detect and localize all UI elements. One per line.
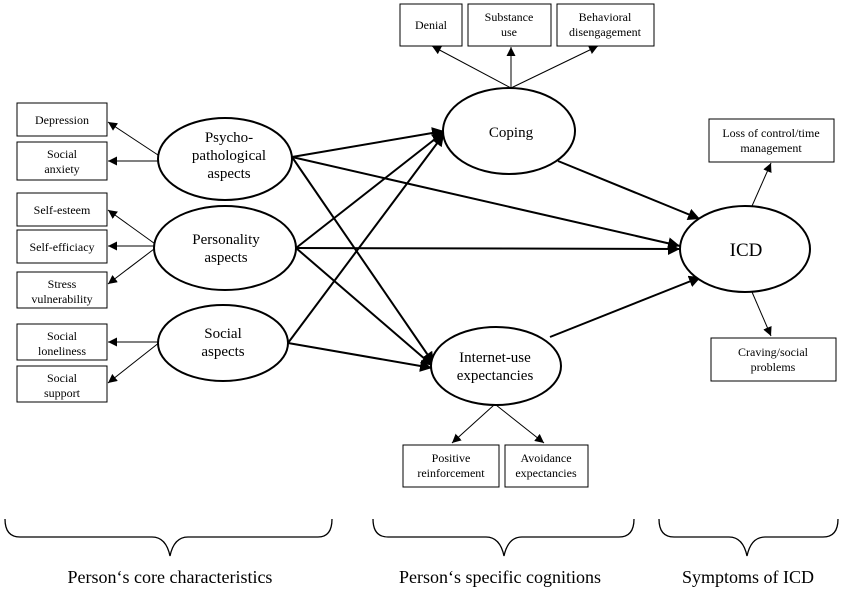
icd-group: ICD bbox=[679, 205, 811, 293]
arrow-psycho-depression bbox=[107, 121, 159, 156]
symptoms-of-icd-label: Symptoms of ICD bbox=[682, 567, 814, 587]
arrow-personality-internet bbox=[295, 247, 434, 367]
arrow-personality-icd bbox=[295, 242, 681, 255]
depression-box: Depression bbox=[35, 113, 89, 127]
arrow-internet-positive bbox=[451, 404, 495, 444]
arrow-personality-coping bbox=[295, 131, 445, 249]
arrow-social-internet bbox=[287, 342, 433, 372]
self-efficiacy-box: Self-efficiacy bbox=[29, 240, 94, 254]
arrow-coping-disengagement bbox=[510, 45, 599, 89]
arrow-social-coping bbox=[287, 133, 445, 344]
arrow-internet-icd bbox=[549, 275, 702, 338]
arrow-icd-craving bbox=[751, 291, 772, 337]
self-esteem-box: Self-esteem bbox=[34, 203, 91, 217]
symptoms-brace bbox=[658, 518, 839, 557]
arrow-icd-loss-control bbox=[751, 162, 772, 207]
connectors bbox=[107, 45, 772, 444]
core-brace bbox=[4, 518, 333, 557]
icd-node: ICD bbox=[730, 240, 763, 261]
coping-node: Coping bbox=[489, 125, 534, 141]
cognitions-brace bbox=[372, 518, 635, 557]
arrow-internet-avoidance bbox=[495, 404, 545, 444]
arrow-personality-stress bbox=[107, 245, 159, 285]
core-characteristics-label: Person‘s core characteristics bbox=[68, 567, 273, 587]
arrow-social-support bbox=[107, 341, 161, 384]
arrow-coping-icd bbox=[557, 160, 701, 221]
arrow-psycho-coping bbox=[291, 127, 445, 158]
denial-box: Denial bbox=[415, 18, 448, 32]
footer-braces bbox=[4, 518, 839, 557]
arrow-personality-esteem bbox=[107, 209, 159, 247]
arrow-psycho-internet bbox=[291, 156, 435, 365]
footer-labels: Person‘s core characteristics Person‘s s… bbox=[68, 567, 814, 587]
arrow-coping-denial bbox=[431, 45, 512, 89]
specific-cognitions-label: Person‘s specific cognitions bbox=[399, 567, 601, 587]
arrow-psycho-icd bbox=[291, 156, 681, 250]
